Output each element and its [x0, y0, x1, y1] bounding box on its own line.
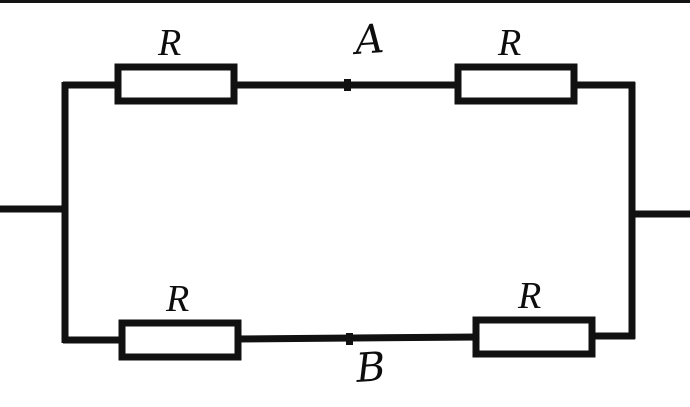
- wire-bottom-middle: [234, 333, 480, 343]
- node-a-dot: [344, 79, 351, 91]
- resistor-label-bottom-right: R: [518, 275, 542, 317]
- resistor-top-left: [114, 63, 238, 105]
- resistor-label-top-left: R: [158, 22, 182, 64]
- node-label-b: B: [354, 344, 387, 392]
- resistor-label-bottom-left: R: [166, 278, 190, 320]
- resistor-bottom-left: [118, 319, 242, 361]
- node-label-a: A: [353, 16, 386, 64]
- resistor-top-right: [454, 63, 578, 105]
- node-b-dot: [346, 333, 353, 345]
- resistor-label-top-right: R: [498, 22, 522, 64]
- top-border-rule: [0, 0, 690, 3]
- resistor-bottom-right: [472, 316, 596, 358]
